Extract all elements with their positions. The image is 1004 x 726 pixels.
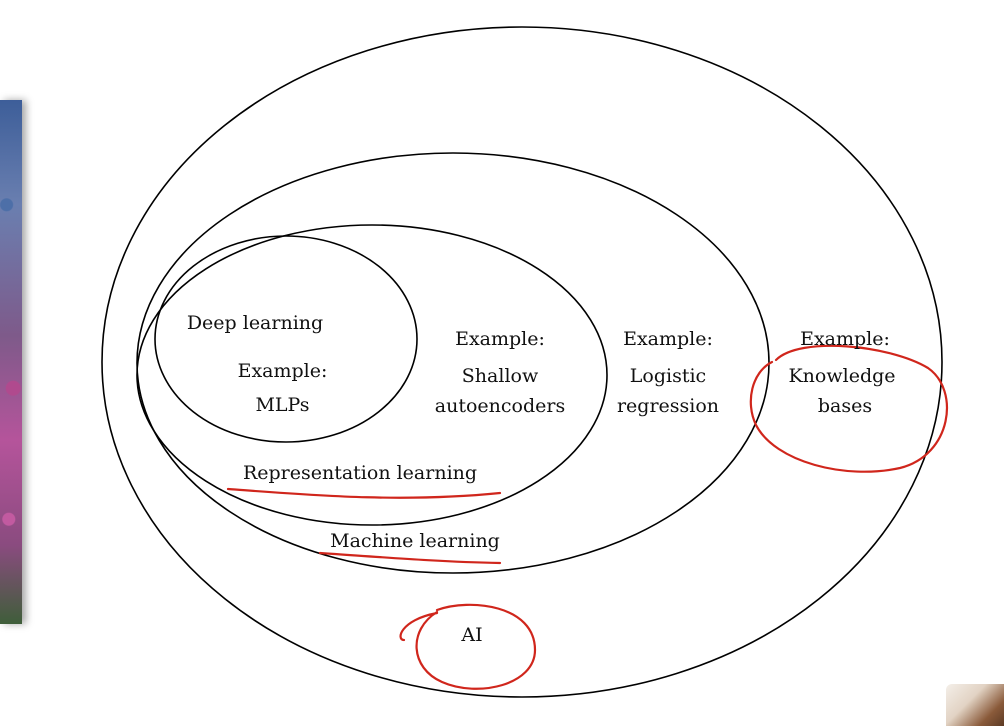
ai-ellipse — [101, 26, 943, 698]
deep-learning-title: Deep learning — [186, 312, 324, 334]
deep-learning-example-label: Example: — [237, 360, 328, 382]
deep-learning-ellipse — [154, 235, 418, 443]
representation-learning-ellipse — [136, 224, 608, 526]
side-photo — [0, 100, 22, 624]
representation-learning-example-line1: Shallow — [461, 365, 539, 387]
representation-learning-example-label: Example: — [455, 328, 545, 350]
deep-learning-example-value: MLPs — [255, 394, 310, 416]
red-annotations — [226, 344, 949, 690]
representation-learning-example-line2: autoencoders — [434, 395, 566, 417]
ai-title: AI — [461, 624, 483, 646]
ai-example-line2: bases — [817, 395, 873, 417]
ai-example-label: Example: — [800, 328, 890, 350]
corner-video-thumbnail — [946, 684, 1004, 726]
machine-learning-example-line2: regression — [616, 395, 720, 417]
circle-knowledge-bases — [749, 344, 949, 473]
machine-learning-title: Machine learning — [330, 530, 500, 552]
representation-learning-title: Representation learning — [242, 462, 478, 484]
machine-learning-example-line1: Logistic — [629, 365, 707, 387]
circle-ai — [399, 603, 537, 690]
underline-representation-learning — [226, 487, 502, 499]
machine-learning-example-label: Example: — [623, 328, 713, 350]
ai-example-line1: Knowledge — [788, 365, 896, 387]
underline-machine-learning — [318, 551, 502, 565]
